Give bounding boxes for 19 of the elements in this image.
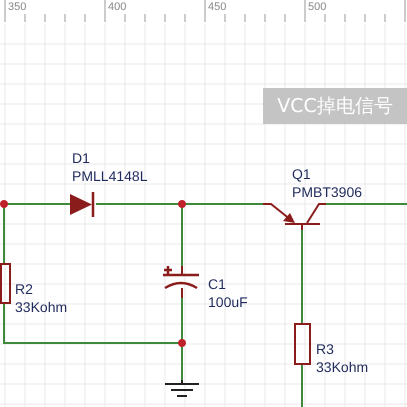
component-reference: R3	[316, 341, 334, 358]
wire	[301, 230, 303, 323]
component-reference: Q1	[292, 166, 311, 183]
component-value: PMBT3906	[292, 184, 362, 201]
ruler-number: 350	[8, 1, 26, 13]
component-value: 33Kohm	[316, 359, 368, 376]
component-reference: C1	[208, 276, 226, 293]
component-reference: D1	[72, 150, 90, 167]
wire	[326, 203, 407, 205]
ruler-number: 500	[308, 1, 326, 13]
ruler-number: 400	[108, 1, 126, 13]
component-reference: R2	[15, 281, 33, 298]
wire	[301, 365, 303, 407]
component-value: PMLL4148L	[72, 168, 148, 185]
net-label: VCC掉电信号	[263, 88, 407, 124]
component-value: 100uF	[208, 294, 248, 311]
ruler-number: 450	[208, 1, 226, 13]
component-value: 33Kohm	[15, 299, 68, 316]
wire	[3, 203, 70, 263]
